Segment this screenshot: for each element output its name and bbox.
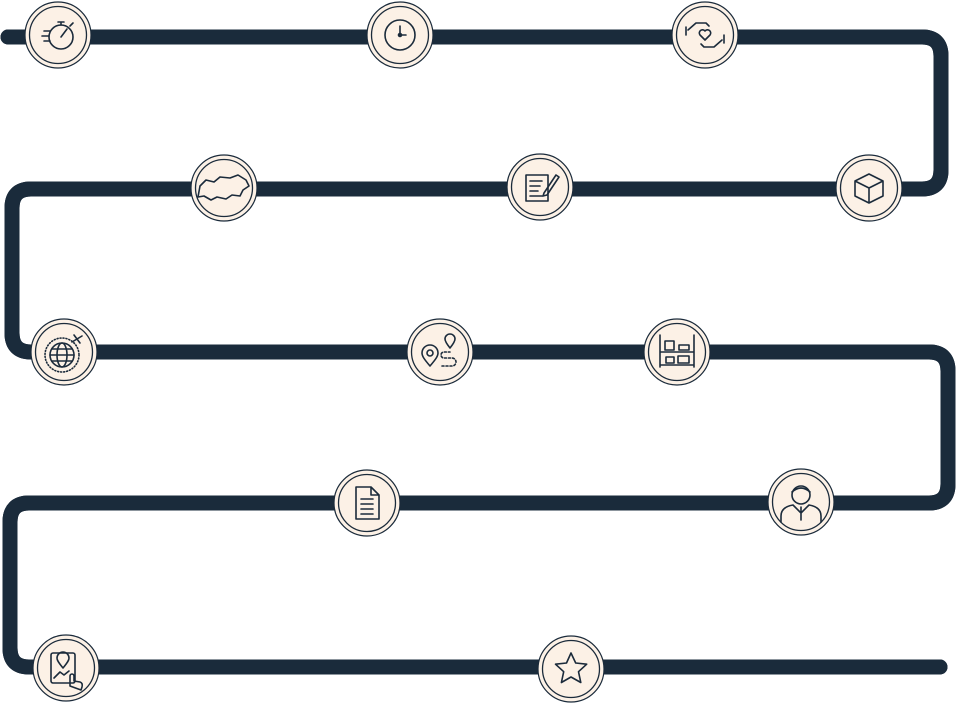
step-node — [671, 1, 739, 69]
box-icon — [854, 173, 884, 204]
document-edit-icon — [525, 174, 560, 202]
step-node — [406, 318, 474, 386]
stopwatch-icon — [41, 21, 74, 50]
document-icon — [355, 486, 380, 520]
step-node — [24, 1, 92, 69]
step-node — [190, 154, 258, 222]
step-node — [30, 318, 98, 386]
step-node — [537, 635, 605, 703]
star-icon — [554, 652, 588, 684]
globe-plane-icon — [44, 334, 83, 373]
step-node — [32, 634, 100, 702]
country-map-icon — [197, 174, 250, 201]
map-tablet-touch-icon — [50, 651, 84, 691]
route-pins-icon — [421, 333, 457, 367]
hands-heart-icon — [685, 22, 725, 48]
clock-icon — [384, 19, 416, 51]
warehouse-shelf-icon — [659, 334, 695, 368]
step-node — [333, 469, 401, 537]
manager-person-icon — [780, 485, 822, 523]
track-path — [0, 29, 956, 675]
step-node — [835, 154, 903, 222]
step-node — [366, 1, 434, 69]
step-node — [767, 468, 835, 536]
step-node — [643, 318, 711, 386]
step-node — [506, 153, 574, 221]
